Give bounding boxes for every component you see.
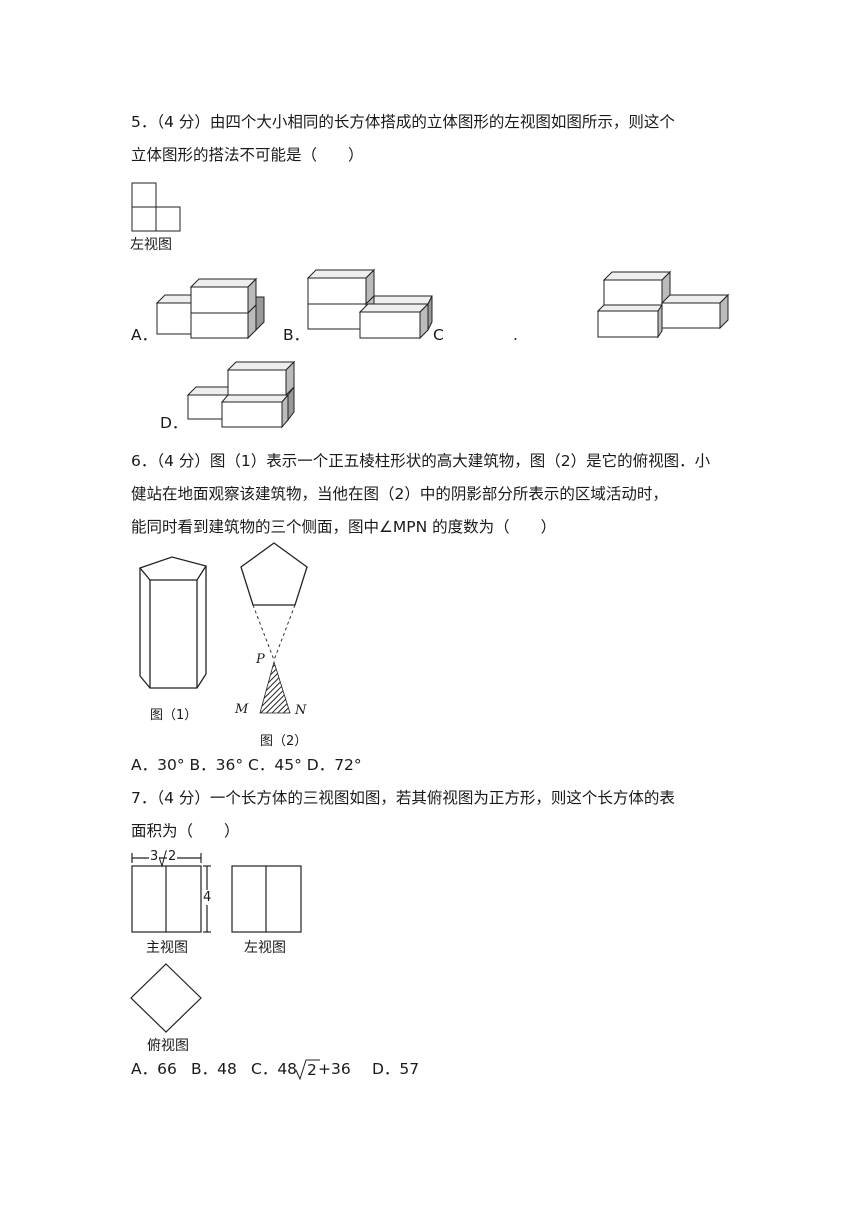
q7-option-a: A．66 [131,1060,177,1078]
q6-line1: 6．（4 分）图（1）表示一个正五棱柱形状的高大建筑物，图（2）是它的俯视图．小 [131,452,711,470]
q7-option-d: D．57 [372,1060,420,1078]
q7-option-c-suffix: +36 [318,1060,351,1078]
q5-option-b-label: B． [283,326,310,344]
q7-option-c-prefix: C．48 [251,1060,298,1078]
q5-option-a-label: A． [131,326,158,344]
q7-line1: 7．（4 分）一个长方体的三视图如图，若其俯视图为正方形，则这个长方体的表 [131,789,675,807]
q7-option-b: B．48 [191,1060,237,1078]
q7-dim-top-radicand: 2 [167,849,178,864]
q5-option-c-label: C [433,326,444,344]
q5-line2: 立体图形的搭法不可能是（ ） [131,146,364,164]
q6-line2: 健站在地面观察该建筑物，当他在图（2）中的阴影部分所表示的区域活动时， [131,485,668,503]
q6-fig1-caption: 图（1） [150,708,198,723]
q7-dim-top-prefix: 3 [149,849,160,864]
q5-option-d-label: D． [160,414,188,432]
q7-top-caption: 俯视图 [147,1038,189,1054]
q6-point-m: M [235,702,249,717]
q7-dim-height: 4 [203,890,212,905]
q6-point-p: P [256,652,265,667]
q5-line1: 5．（4 分）由四个大小相同的长方体搭成的立体图形的左视图如图所示，则这个 [131,113,675,131]
q6-line3: 能同时看到建筑物的三个侧面，图中∠MPN 的度数为（ ） [131,518,557,536]
q7-option-c-radicand: 2 [307,1061,317,1079]
q5-option-c-dot: . [513,326,518,344]
q7-line2: 面积为（ ） [131,822,240,840]
q7-front-caption: 主视图 [146,940,188,956]
q6-options: A．30° B．36° C．45° D．72° [131,756,362,774]
q5-left-view-caption: 左视图 [130,237,172,253]
q6-fig2-caption: 图（2） [260,734,308,749]
q6-point-n: N [295,703,307,718]
q7-left-caption: 左视图 [244,940,286,956]
